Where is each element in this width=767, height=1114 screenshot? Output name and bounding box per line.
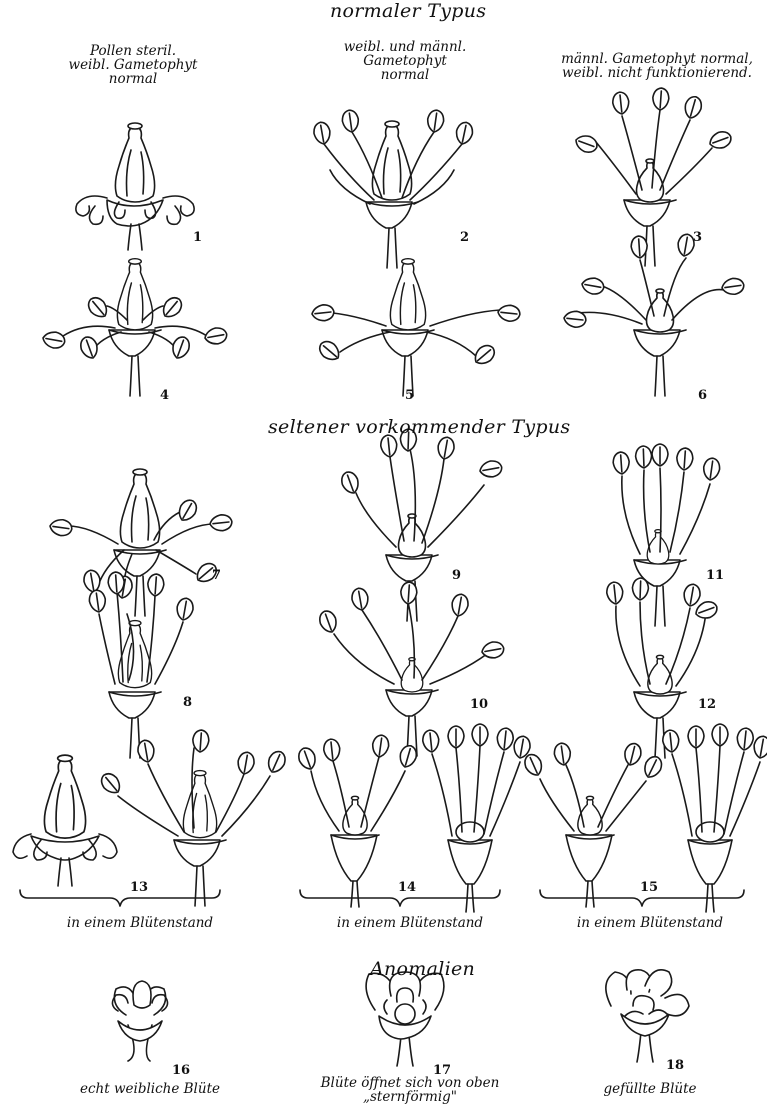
anomaly-caption-17-line1: Blüte öffnet sich von oben	[305, 1076, 515, 1090]
figure-number-3: 3	[693, 230, 702, 245]
figure-1	[76, 123, 194, 250]
figure-number-11: 11	[706, 568, 724, 583]
figure-8	[88, 571, 195, 758]
figure-number-7: 7	[212, 568, 221, 583]
caption-col1-line3: normal	[58, 72, 208, 86]
caption-col3: männl. Gametophyt normal, weibl. nicht f…	[552, 52, 762, 80]
figure-number-1: 1	[193, 230, 202, 245]
figure-number-8: 8	[183, 695, 192, 710]
figure-number-15: 15	[640, 880, 658, 895]
figure-number-14: 14	[398, 880, 416, 895]
figure-number-10: 10	[470, 697, 488, 712]
caption-col2-line3: normal	[330, 68, 480, 82]
figure-number-12: 12	[698, 697, 716, 712]
caption-col3-line2: weibl. nicht funktionierend.	[552, 66, 762, 80]
figure-4	[42, 259, 228, 396]
figure-number-2: 2	[460, 230, 469, 245]
figure-7	[49, 469, 233, 616]
anomaly-caption-16: echt weibliche Blüte	[50, 1082, 250, 1096]
bracket-caption-15: in einem Blütenstand	[540, 916, 760, 930]
figure-number-6: 6	[698, 388, 707, 403]
caption-col2-line2: Gametophyt	[330, 54, 480, 68]
caption-col2-line1: weibl. und männl.	[330, 40, 480, 54]
figure-number-13: 13	[130, 880, 148, 895]
bracket-caption-13: in einem Blütenstand	[30, 916, 250, 930]
figure-16	[112, 981, 167, 1061]
caption-col3-line1: männl. Gametophyt normal,	[552, 52, 762, 66]
anomaly-caption-18: gefüllte Blüte	[560, 1082, 740, 1096]
figure-2	[312, 109, 474, 268]
bracket-caption-14: in einem Blütenstand	[300, 916, 520, 930]
caption-col1-line2: weibl. Gametophyt	[58, 58, 208, 72]
caption-col1-line1: Pollen steril.	[58, 44, 208, 58]
figure-17	[366, 972, 444, 1066]
figure-13	[13, 729, 288, 906]
figure-number-16: 16	[172, 1063, 190, 1078]
figure-number-5: 5	[405, 388, 414, 403]
section-title-anomalies: Anomalien	[370, 960, 475, 980]
section-title-rare: seltener vorkommender Typus	[268, 418, 570, 438]
section-title-normal: normaler Typus	[330, 2, 486, 22]
figure-number-9: 9	[452, 568, 461, 583]
caption-col1: Pollen steril. weibl. Gametophyt normal	[58, 44, 208, 87]
figure-5	[311, 259, 521, 396]
figure-11	[612, 444, 720, 626]
figure-number-4: 4	[160, 388, 169, 403]
figure-number-18: 18	[666, 1058, 684, 1073]
bracket-13	[20, 890, 220, 906]
caption-col2: weibl. und männl. Gametophyt normal	[330, 40, 480, 83]
figure-18	[606, 970, 689, 1062]
anomaly-caption-17: Blüte öffnet sich von oben „sternförmig"	[305, 1076, 515, 1104]
figure-3	[573, 87, 733, 266]
anomaly-caption-17-line2: „sternförmig"	[305, 1090, 515, 1104]
